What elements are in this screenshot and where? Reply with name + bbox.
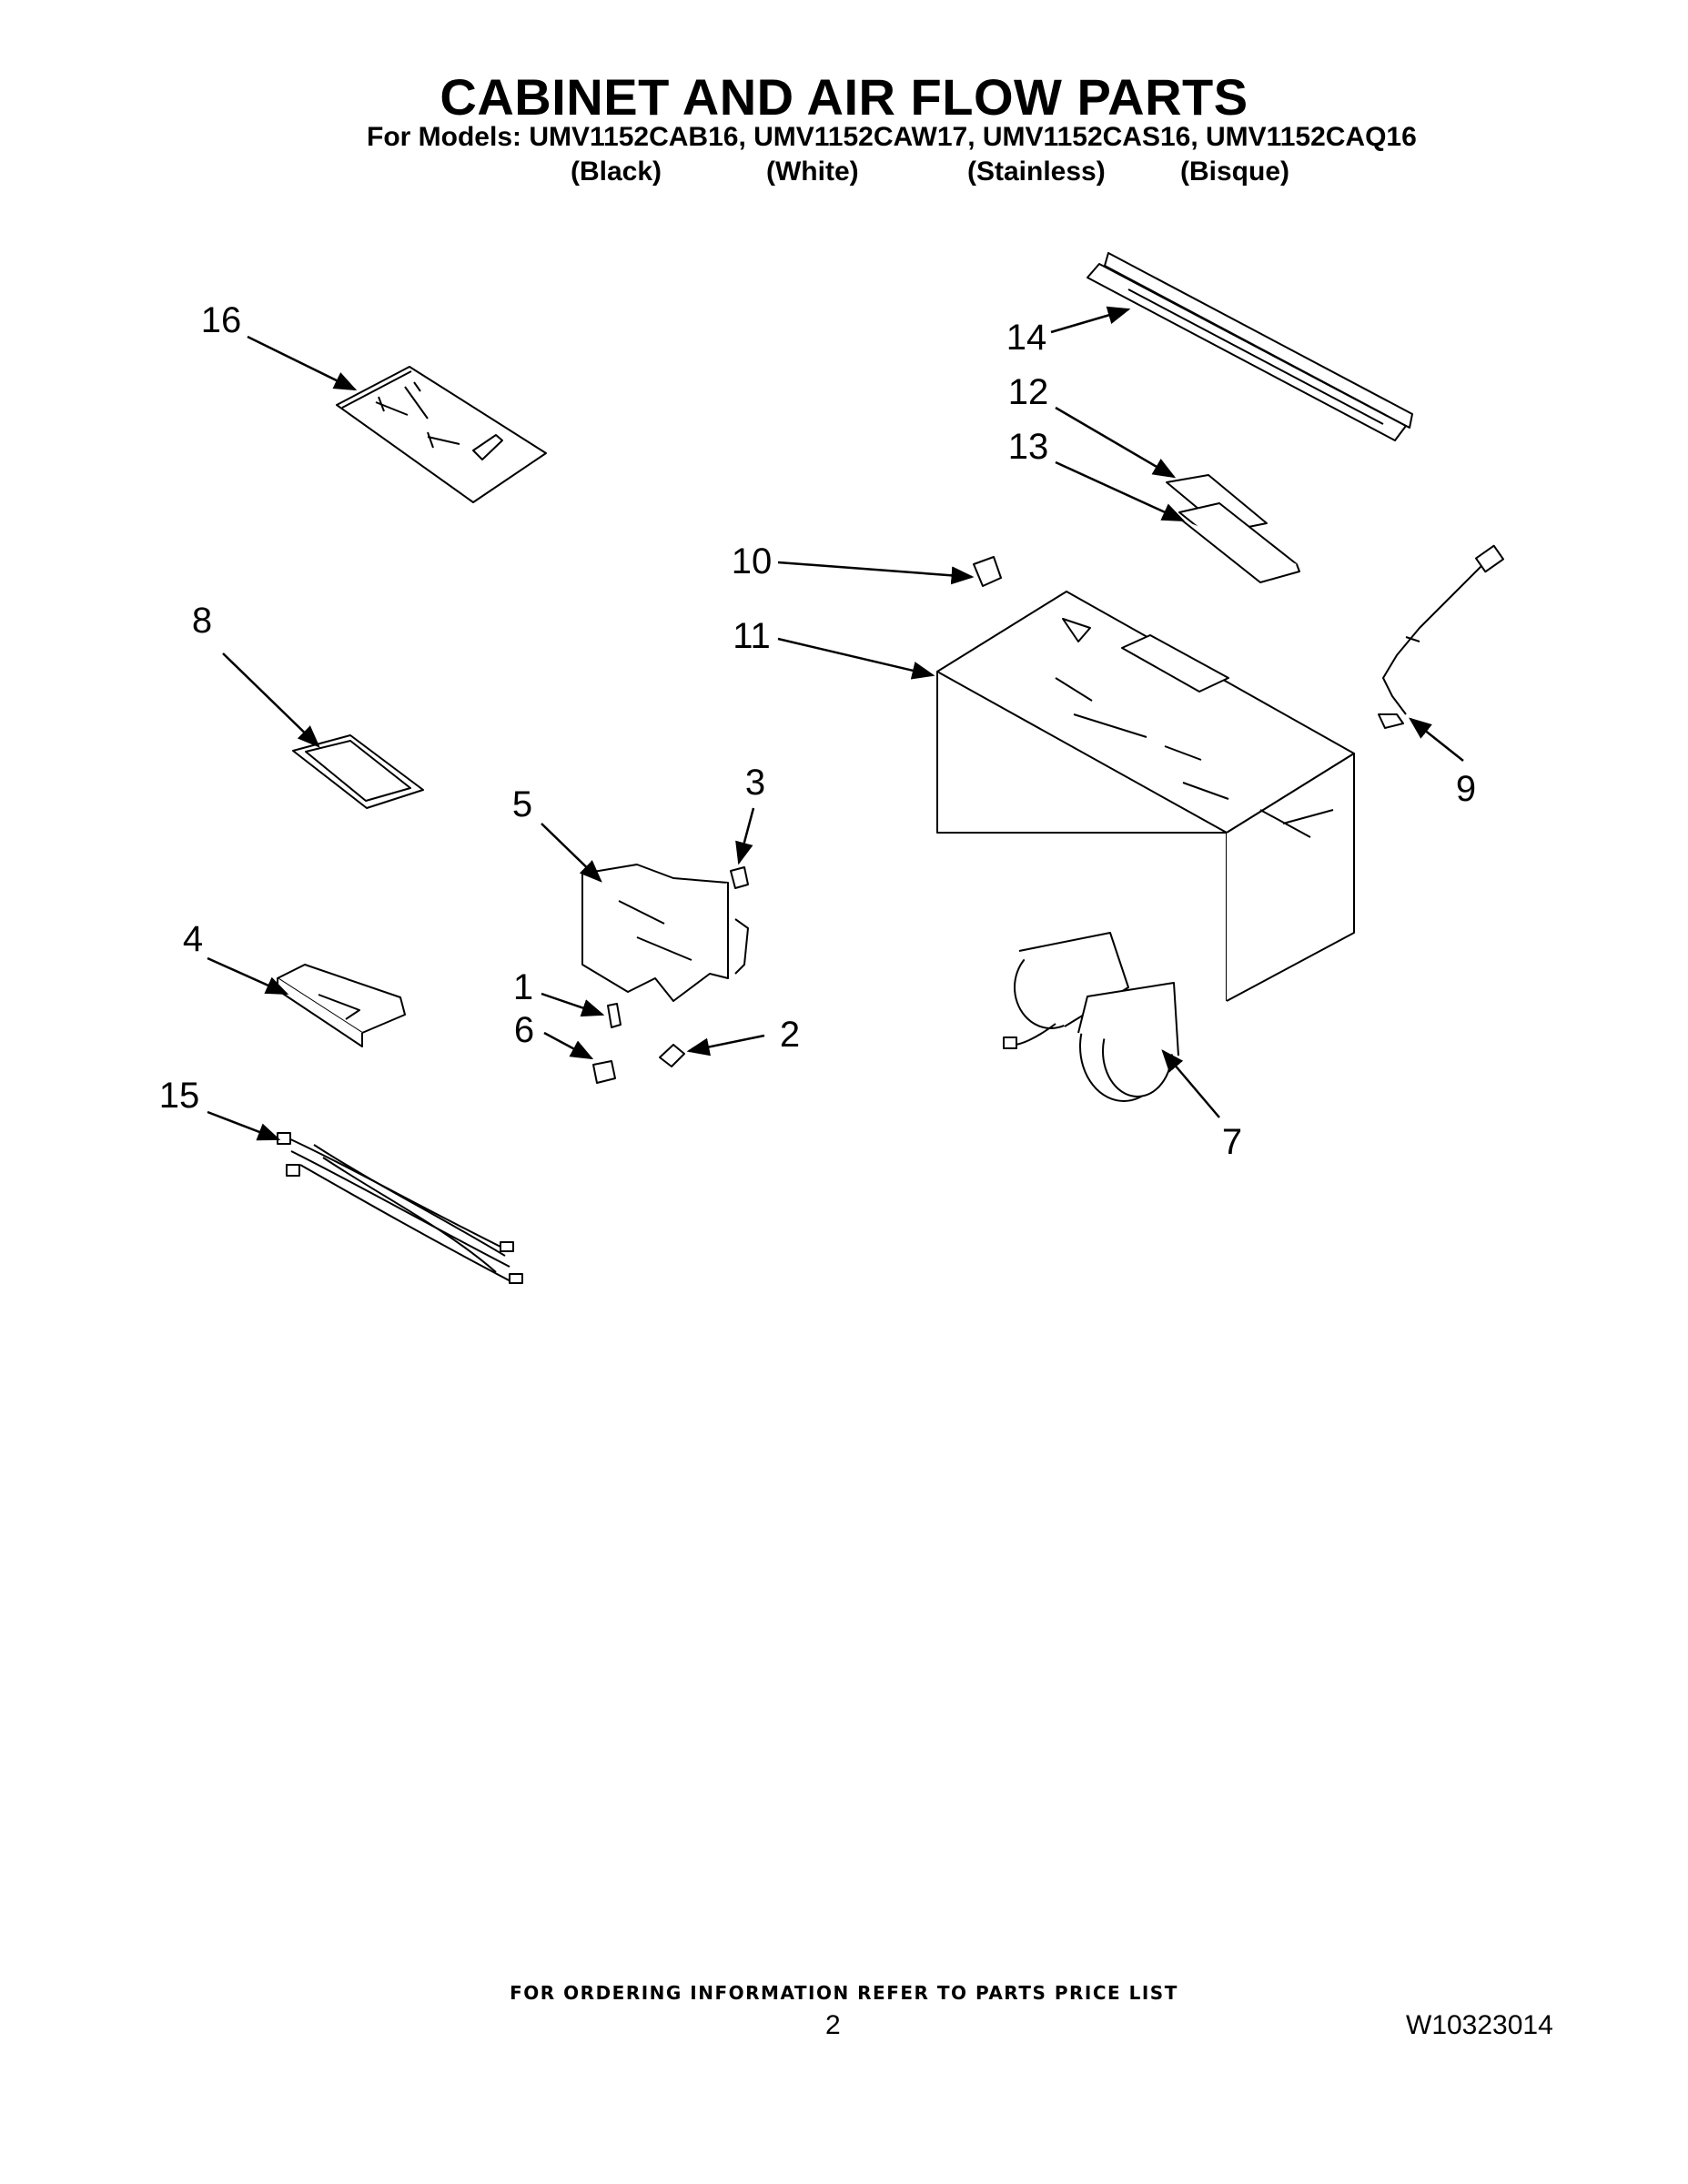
callout-10: 10 [732, 541, 773, 581]
page-number: 2 [825, 2010, 841, 2040]
part-5-bracket [581, 864, 729, 1002]
color-stainless: (Stainless) [967, 157, 1106, 187]
callout-7: 7 [1222, 1122, 1242, 1162]
callout-2: 2 [780, 1015, 800, 1055]
part-3-lever [734, 918, 749, 975]
callout-9: 9 [1456, 769, 1476, 809]
callout-15: 15 [159, 1076, 200, 1116]
part-16-hardware-bag [336, 366, 547, 503]
part-8-filter [292, 734, 424, 809]
page-title: CABINET AND AIR FLOW PARTS [440, 68, 1248, 126]
callout-11: 11 [733, 616, 771, 656]
models-line: For Models: UMV1152CAB16, UMV1152CAW17, … [367, 122, 1417, 152]
callout-1: 1 [513, 967, 533, 1007]
callout-16: 16 [201, 300, 242, 340]
callout-14: 14 [1006, 318, 1047, 358]
part-2-cutout [659, 1044, 685, 1067]
color-white: (White) [766, 157, 859, 187]
callout-8: 8 [192, 601, 212, 641]
callout-6: 6 [514, 1010, 534, 1050]
part-15-wire-harness [277, 1132, 523, 1284]
color-bisque: (Bisque) [1180, 157, 1289, 187]
callout-13: 13 [1008, 427, 1049, 467]
part-10-switch [973, 556, 1002, 587]
part-4-grille [277, 964, 406, 1047]
part-6-thermostat [592, 1060, 616, 1084]
part-14-rail [1087, 252, 1413, 441]
callout-5: 5 [512, 784, 532, 824]
document-number: W10323014 [1406, 2010, 1553, 2040]
part-7-blower-motor [1003, 932, 1179, 1102]
part-1-fuse [607, 1003, 622, 1028]
part-9-power-cord [1378, 544, 1504, 729]
part-13-tray [1178, 502, 1300, 583]
part-3-switch [730, 866, 749, 889]
callout-3: 3 [745, 763, 765, 803]
callout-4: 4 [183, 919, 203, 959]
part-11-cabinet [936, 591, 1355, 1002]
color-black: (Black) [571, 157, 662, 187]
ordering-note: FOR ORDERING INFORMATION REFER TO PARTS … [510, 1982, 1178, 2004]
callout-12: 12 [1008, 372, 1049, 412]
